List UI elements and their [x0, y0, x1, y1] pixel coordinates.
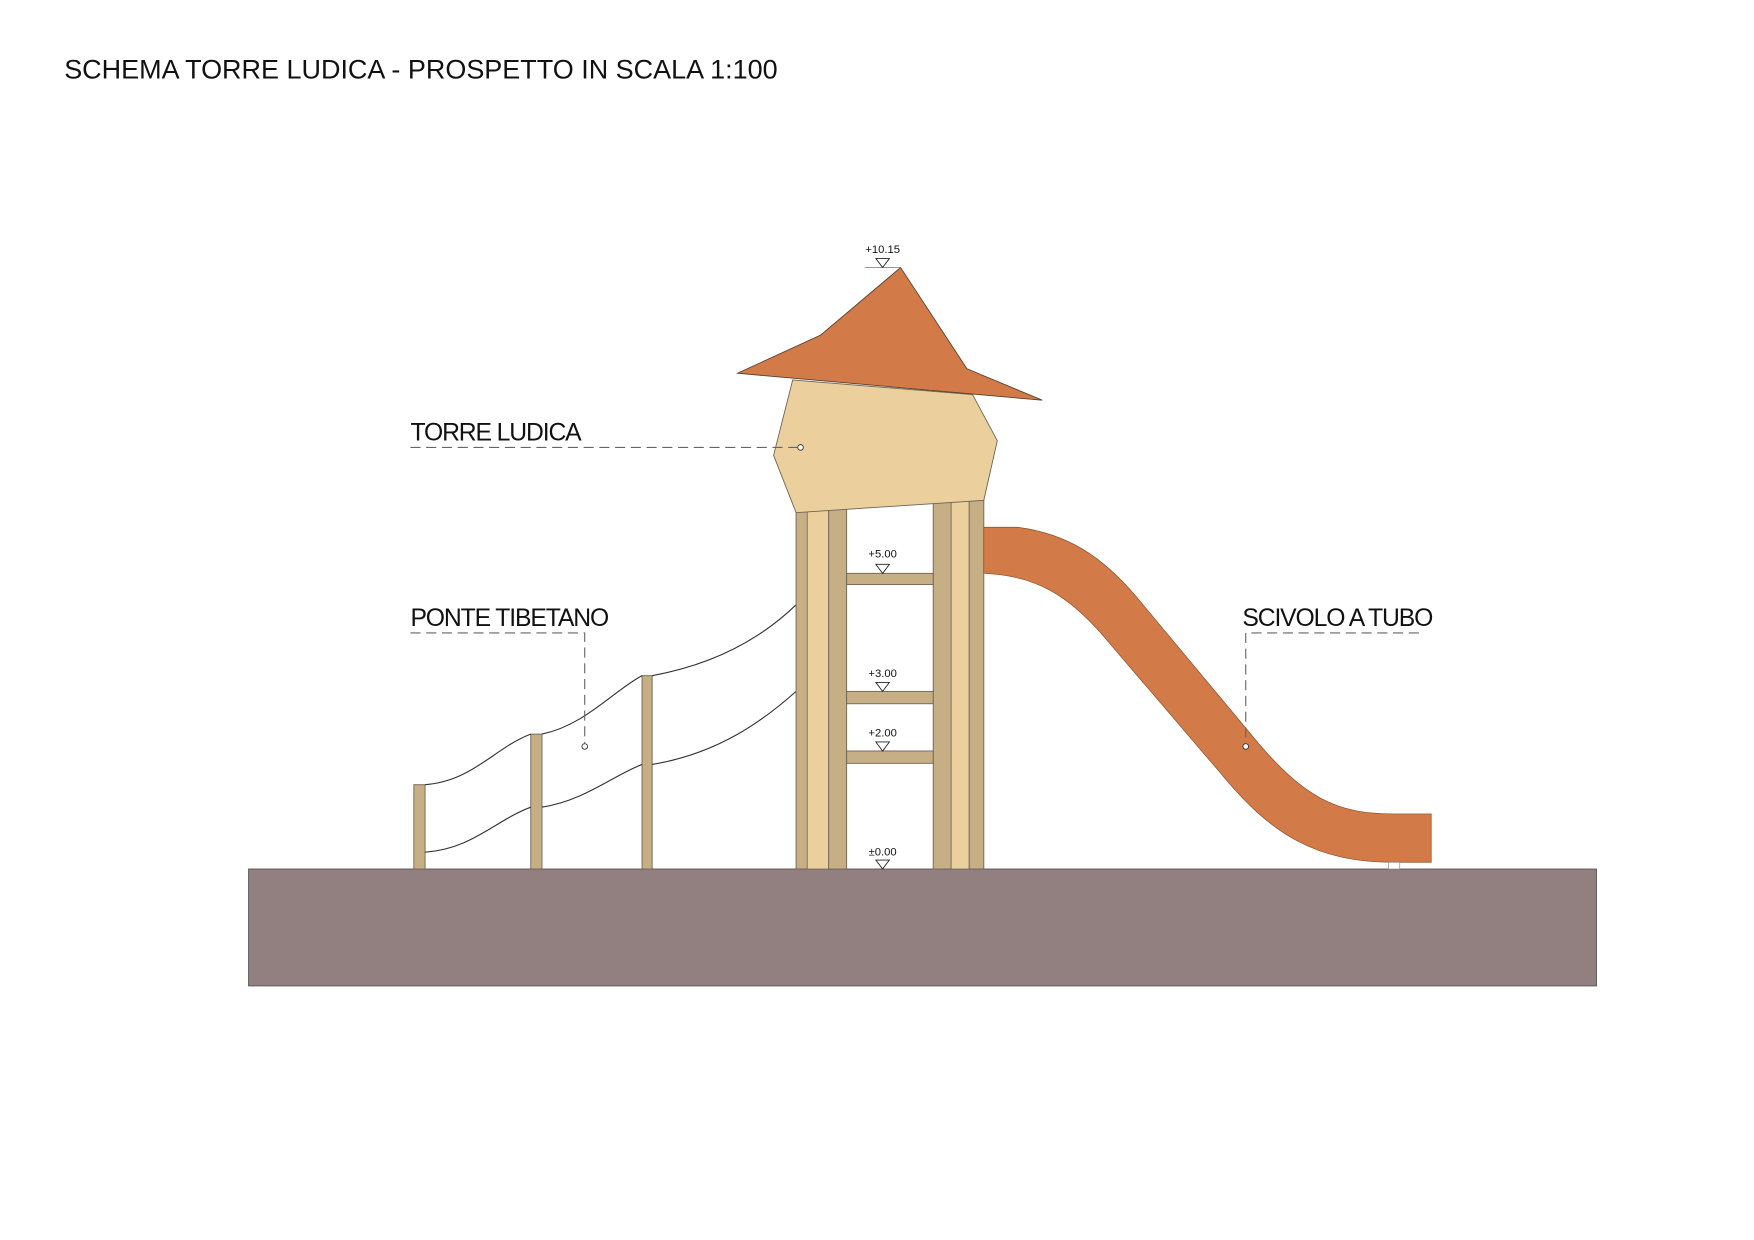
tower-post: [968, 497, 985, 870]
lower-rope: [425, 690, 797, 853]
level-marker-0: ±0.00: [869, 847, 897, 870]
bridge-post: [530, 733, 543, 870]
tower-post: [806, 507, 829, 870]
callout-label-slide: SCIVOLO A TUBO: [1242, 605, 1433, 632]
tower-post: [795, 507, 808, 870]
tower-post: [932, 497, 952, 870]
level-marker-2: +2.00: [868, 727, 897, 752]
tower-post: [828, 507, 848, 870]
level-marker-5: +5.00: [868, 549, 897, 575]
bridge-post: [413, 784, 426, 870]
callout-bridge: PONTE TIBETANO: [410, 605, 610, 750]
level-label: +5.00: [868, 549, 896, 561]
rope-bridge: [413, 604, 797, 870]
platform-2m: [846, 750, 934, 764]
callout-label-tower: TORRE LUDICA: [410, 420, 582, 447]
leader-line: [410, 632, 586, 744]
tube-slide: [983, 526, 1432, 863]
callout-label-bridge: PONTE TIBETANO: [410, 605, 609, 632]
leader-line: [1245, 632, 1419, 744]
tower-post: [950, 497, 970, 870]
level-marker-3: +3.00: [868, 668, 897, 693]
drawing-title: SCHEMA TORRE LUDICA - PROSPETTO IN SCALA…: [64, 55, 777, 85]
upper-rope: [425, 604, 797, 786]
slide-support: [1388, 861, 1401, 870]
level-label: +10.15: [865, 244, 900, 256]
tower-cabin: [773, 379, 998, 514]
level-label: +3.00: [868, 668, 896, 680]
callout-tower: TORRE LUDICA: [410, 420, 804, 451]
level-triangle-icon: [874, 258, 891, 269]
bridge-post: [641, 675, 653, 870]
callout-slide: SCIVOLO A TUBO: [1242, 605, 1434, 750]
level-marker-top: +10.15: [864, 244, 901, 269]
level-triangle-icon: [874, 681, 891, 693]
tower-roof: [735, 266, 1043, 401]
platform-5m: [846, 572, 934, 586]
level-label: +2.00: [868, 727, 896, 739]
ground: [248, 868, 1597, 987]
level-label: ±0.00: [869, 847, 897, 859]
level-triangle-icon: [874, 859, 891, 870]
level-triangle-icon: [874, 741, 891, 752]
platform-3m: [846, 690, 934, 705]
level-triangle-icon: [874, 563, 891, 575]
callout-dot-icon: [581, 743, 588, 750]
callout-dot-icon: [1242, 743, 1249, 750]
tower-structure: [795, 497, 985, 870]
callout-dot-icon: [797, 444, 804, 451]
